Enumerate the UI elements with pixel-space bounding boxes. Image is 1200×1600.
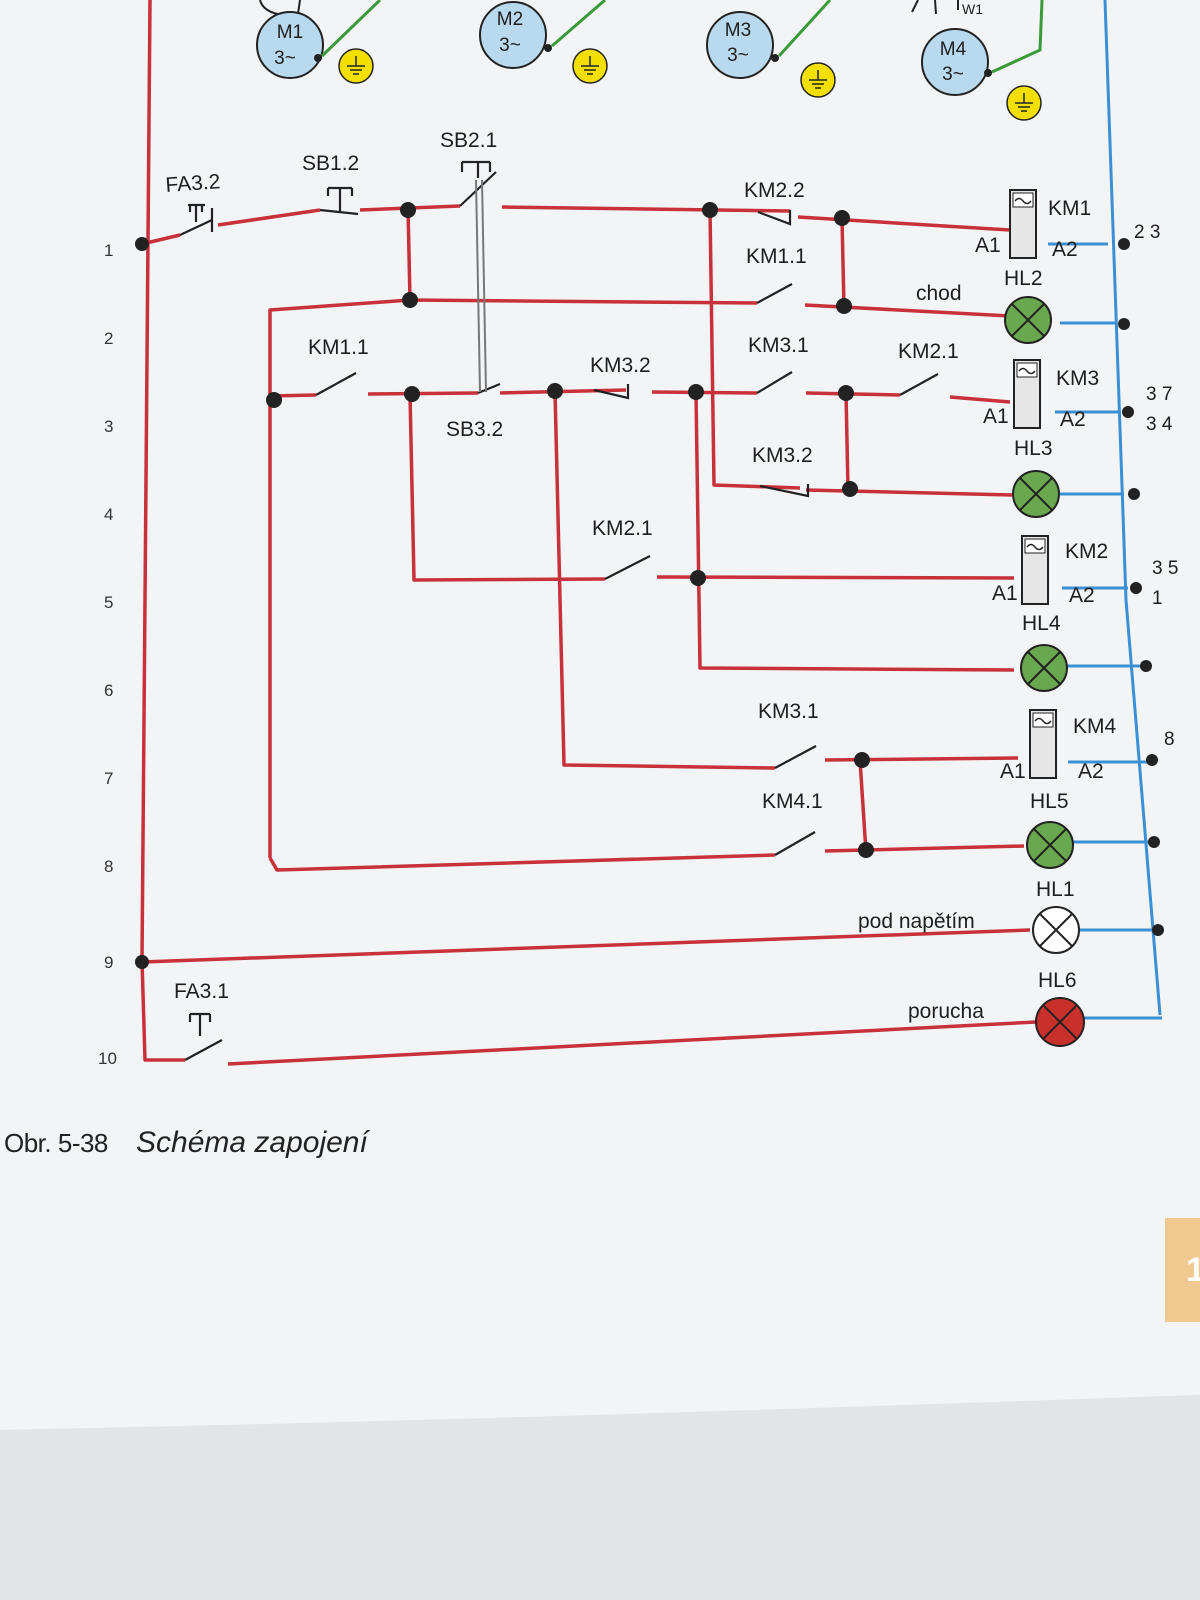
row-number: 10 — [98, 1049, 117, 1068]
row-number: 2 — [104, 329, 113, 348]
lamp-hl4: HL4 — [1020, 612, 1068, 692]
coil-km2-a1: A1 — [992, 582, 1018, 605]
figure-title: Schéma zapojení — [136, 1126, 368, 1159]
lamp-hl1-label: pod napětím — [858, 910, 975, 933]
coil-km1: KM1 A1 A2 — [975, 189, 1091, 261]
contact-cross-references: 2 3 3 7 3 4 3 5 1 8 — [1134, 222, 1178, 750]
motor-m3-name: M3 — [725, 20, 751, 41]
label-km3-2-row4: KM3.2 — [752, 444, 813, 467]
label-km1-1-row2: KM1.1 — [746, 245, 807, 268]
paper-sheet — [0, 0, 1200, 1430]
row-number: 4 — [104, 505, 113, 524]
lamp-hl5-name: HL5 — [1030, 790, 1069, 813]
device-labels: FA3.2 SB1.2 SB2.1 KM2.2 KM1.1 KM1.1 SB3.… — [165, 129, 959, 1003]
control-wiring — [140, 0, 1037, 1066]
label-km3-2-row3: KM3.2 — [590, 354, 651, 377]
label-km2-1-row3: KM2.1 — [898, 340, 959, 363]
coil-km3-a1: A1 — [983, 405, 1009, 428]
neutral-bus — [1048, 0, 1162, 1020]
lamp-hl2-label: chod — [916, 282, 962, 305]
lamp-hl1-name: HL1 — [1036, 878, 1075, 901]
row-number: 6 — [104, 681, 113, 700]
xref-km4: 8 — [1164, 729, 1175, 750]
row-number: 7 — [104, 769, 113, 788]
lamp-hl6-label: porucha — [908, 1000, 984, 1023]
label-km2-1-row5: KM2.1 — [592, 517, 653, 540]
row-number: 5 — [104, 593, 113, 612]
control-junctions — [135, 202, 874, 969]
lamp-hl3: HL3 — [1012, 437, 1060, 518]
page-tab: 1 — [1165, 1218, 1200, 1322]
label-sb1-2: SB1.2 — [302, 152, 359, 175]
lamp-hl6-name: HL6 — [1038, 969, 1077, 992]
mechanical-link — [475, 179, 487, 393]
desk-surface — [0, 1395, 1200, 1600]
motor-m4-name: M4 — [940, 39, 967, 60]
page-tab-text: 1 — [1186, 1250, 1200, 1289]
row-numbers: 1 2 3 4 5 6 7 8 9 10 — [98, 241, 117, 1068]
lamp-hl2-name: HL2 — [1004, 267, 1043, 290]
row-number: 9 — [104, 953, 113, 972]
row-number: 8 — [104, 857, 113, 876]
lamp-hl5: HL5 — [1026, 790, 1074, 869]
label-km1-1-row3: KM1.1 — [308, 336, 369, 359]
motor-m1: M1 3~ — [256, 0, 382, 84]
coil-km3-name: KM3 — [1056, 367, 1099, 390]
motor-m2-name: M2 — [497, 9, 523, 30]
label-sb2-1: SB2.1 — [440, 129, 497, 152]
motor-m3: M3 3~ — [706, 0, 836, 98]
label-fa3-2: FA3.2 — [165, 170, 221, 197]
coil-km1-a1: A1 — [975, 234, 1001, 257]
coil-km4-name: KM4 — [1073, 715, 1117, 738]
xref-km2-nc: 1 — [1152, 588, 1163, 609]
coil-km2-a2: A2 — [1069, 584, 1095, 607]
motor-m4-phase: 3~ — [942, 64, 964, 85]
coil-km3-a2: A2 — [1060, 408, 1086, 431]
xref-km3: 3 7 — [1146, 384, 1172, 405]
fa3-2-contact — [179, 203, 214, 236]
coil-km4-a1: A1 — [1000, 760, 1026, 783]
label-km4-1: KM4.1 — [762, 790, 823, 813]
label-sb3-2: SB3.2 — [446, 418, 503, 441]
row-number: 1 — [104, 241, 113, 260]
motor-m1-name: M1 — [277, 22, 303, 43]
label-km3-1-row3: KM3.1 — [748, 334, 809, 357]
contact-symbols — [179, 160, 939, 1061]
label-fa3-1: FA3.1 — [174, 980, 229, 1003]
coil-km4: KM4 A1 A2 — [1000, 709, 1117, 783]
coil-km2-name: KM2 — [1065, 540, 1108, 563]
figure-number: Obr. 5-38 — [4, 1128, 108, 1158]
lamp-hl1: HL1 pod napětím — [858, 878, 1080, 954]
coil-km2: KM2 A1 A2 — [992, 535, 1108, 607]
coil-km1-name: KM1 — [1048, 197, 1091, 220]
motor-m1-phase: 3~ — [274, 48, 296, 69]
motor-m2-phase: 3~ — [499, 35, 521, 56]
lamp-hl6: HL6 porucha — [908, 969, 1085, 1047]
lamp-hl4-name: HL4 — [1022, 612, 1061, 635]
motor-m2: M2 3~ — [479, 0, 608, 84]
xref-km3-nc: 3 4 — [1146, 414, 1173, 435]
coil-km3: KM3 A1 A2 — [983, 359, 1099, 431]
motor-m4-w1-label: W1 — [962, 1, 983, 17]
xref-km1: 2 3 — [1134, 222, 1160, 243]
neutral-junctions — [1118, 238, 1164, 936]
xref-km2: 3 5 — [1152, 558, 1178, 579]
coil-km1-a2: A2 — [1052, 238, 1078, 261]
label-km2-2: KM2.2 — [744, 179, 805, 202]
label-km3-1-row7: KM3.1 — [758, 700, 819, 723]
lamp-hl3-name: HL3 — [1014, 437, 1053, 460]
coil-km4-a2: A2 — [1078, 760, 1104, 783]
row-number: 3 — [104, 417, 113, 436]
lamp-hl2: HL2 chod — [916, 267, 1052, 344]
motor-m3-phase: 3~ — [727, 45, 749, 66]
motor-m4: W1 M4 3~ — [911, 0, 1044, 121]
